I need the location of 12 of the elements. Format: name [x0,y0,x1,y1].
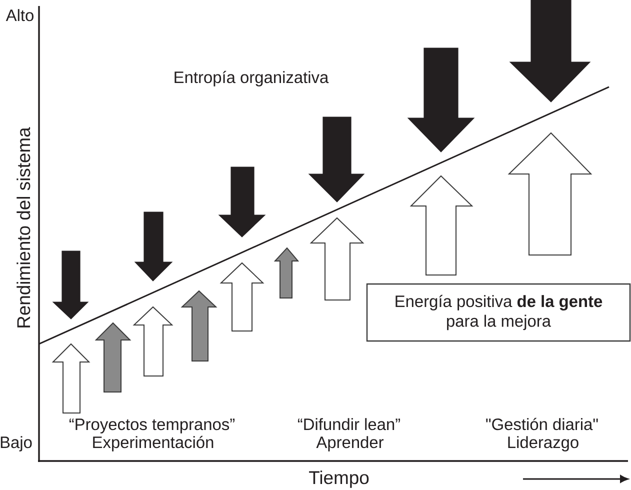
phase-label: Aprender [316,436,384,452]
axis-title: Tiempo [309,470,369,488]
axis-title: Rendimiento del sistema [16,127,30,328]
text-box: Energía positiva de la gente para la mejora [366,283,631,342]
phase-label: Liderazgo [508,436,578,452]
axis-label: Bajo [0,436,32,452]
phase-label: “Proyectos tempranos” [69,418,234,434]
axis-label: Alto [6,9,34,22]
phase-label: Experimentación [93,436,214,452]
annotation-text: Entropía organizativa [174,70,329,86]
phase-label: "Gestión diaria" [486,418,598,430]
phase-label: “Difundir lean” [298,418,400,430]
